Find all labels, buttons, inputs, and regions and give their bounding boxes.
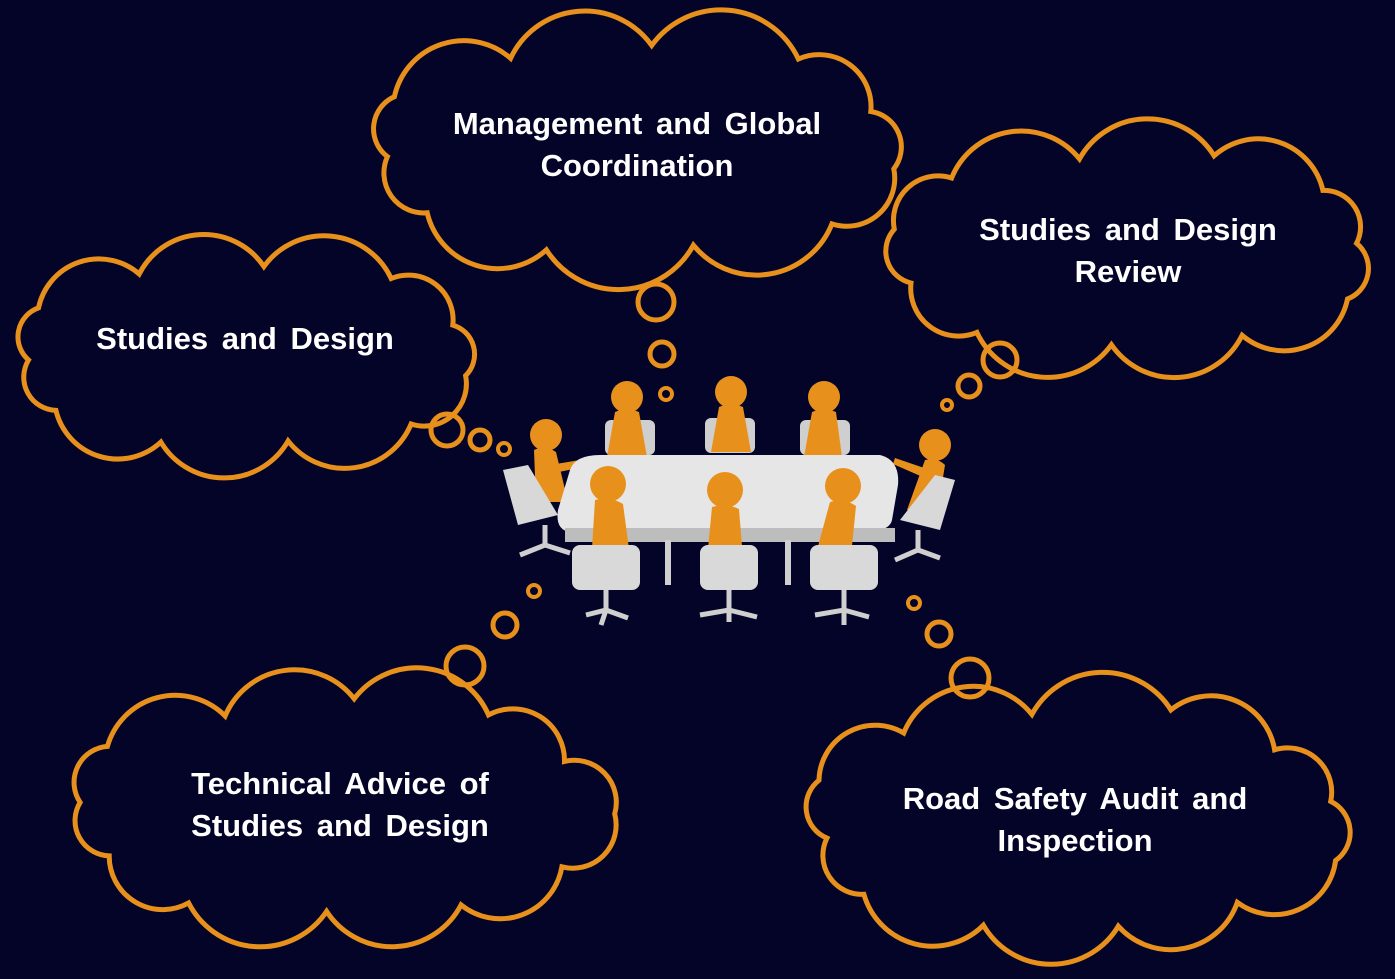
thought-bubble bbox=[490, 610, 520, 640]
thought-cloud-management bbox=[371, 7, 904, 293]
cloud-label-design: Studies and Design bbox=[96, 318, 394, 360]
thought-bubble bbox=[924, 619, 954, 649]
cloud-label-line: Coordination bbox=[540, 148, 734, 183]
cloud-label-line: Inspection bbox=[997, 823, 1153, 858]
chair bbox=[572, 545, 640, 590]
thought-bubble bbox=[428, 411, 466, 449]
thought-bubble bbox=[980, 340, 1020, 380]
chair bbox=[810, 545, 878, 590]
thought-bubble bbox=[496, 441, 512, 457]
chair bbox=[900, 475, 955, 530]
cloud-label-line: Studies and Design bbox=[191, 808, 489, 843]
thought-bubble bbox=[658, 386, 674, 402]
thought-bubble bbox=[955, 372, 983, 400]
thought-bubble bbox=[647, 339, 677, 369]
thought-bubble bbox=[906, 595, 922, 611]
chair bbox=[700, 545, 758, 590]
thought-bubble bbox=[948, 656, 992, 700]
cloud-label-line: Management and Global bbox=[452, 106, 822, 141]
chair bbox=[503, 465, 558, 525]
cloud-label-line: Studies and Design bbox=[979, 212, 1277, 247]
thought-cloud-design bbox=[15, 232, 478, 481]
cloud-label-line: Technical Advice of bbox=[191, 766, 489, 801]
cloud-label-advice: Technical Advice of Studies and Design bbox=[191, 763, 489, 847]
thought-bubble bbox=[526, 583, 542, 599]
thought-bubble bbox=[635, 281, 677, 323]
meeting-table-illustration bbox=[503, 376, 955, 626]
thought-bubble bbox=[443, 644, 487, 688]
thought-cloud-audit bbox=[803, 669, 1353, 967]
cloud-label-line: Studies and Design bbox=[96, 321, 394, 356]
thought-bubble bbox=[467, 427, 493, 453]
cloud-label-line: Road Safety Audit and bbox=[902, 781, 1248, 816]
thought-bubble bbox=[940, 398, 954, 412]
thought-cloud-review bbox=[883, 116, 1371, 381]
cloud-label-line: Review bbox=[1074, 254, 1182, 289]
thought-cloud-advice bbox=[71, 665, 619, 950]
